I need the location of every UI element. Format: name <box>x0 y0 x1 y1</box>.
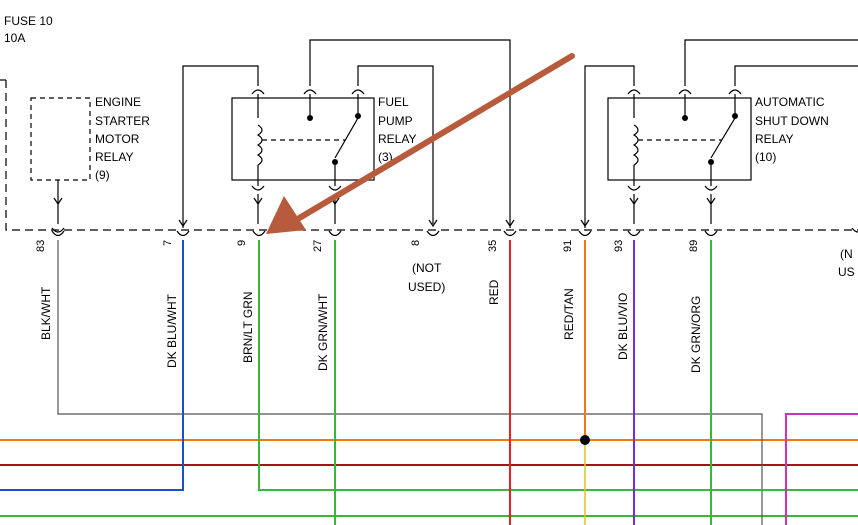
wire-label-dk-grn-org: DK GRN/ORG <box>689 296 703 373</box>
not-used-label-1: (NOT <box>412 261 442 275</box>
pin-connector-91 <box>578 230 592 237</box>
fuel-pump-relay-label-2: PUMP <box>378 114 413 128</box>
wire-blk-wht <box>57 240 763 525</box>
pin-connector-83 <box>51 230 65 237</box>
not-used-partial-1: (N <box>840 247 853 261</box>
pin-label-9: 9 <box>236 240 248 246</box>
fuel-pump-relay-label-3: RELAY <box>378 132 416 146</box>
pin-connector-7 <box>176 230 190 237</box>
pin-label-93: 93 <box>613 240 625 252</box>
not-used-partial-2: US <box>838 265 855 279</box>
fuel-pump-relay <box>182 39 511 228</box>
starter-relay-label-2: STARTER <box>95 114 150 128</box>
pin-label-27: 27 <box>312 240 324 252</box>
wire-label-red-tan: RED/TAN <box>562 288 576 340</box>
wire-dk-blu-wht <box>0 240 184 491</box>
module-boundary <box>5 80 858 231</box>
wire-label-dk-grn-wht: DK GRN/WHT <box>316 293 330 371</box>
pin-label-35: 35 <box>487 240 499 252</box>
pin-connector-9 <box>252 230 266 237</box>
wire-label-red: RED <box>487 279 501 305</box>
connector-partial <box>851 227 858 233</box>
pin-connector-35 <box>503 230 517 237</box>
starter-relay <box>30 97 91 233</box>
pin-connector-8 <box>426 230 440 237</box>
wire-brn-lt-grn <box>258 240 858 491</box>
pin-arrow-8 <box>428 219 438 228</box>
wires <box>0 240 858 525</box>
asd-relay-label-3: RELAY <box>755 132 793 146</box>
starter-relay-label-4: RELAY <box>95 150 133 164</box>
pin-connectors <box>51 219 718 237</box>
pin-label-7: 7 <box>162 240 174 246</box>
pin-label-83: 83 <box>35 240 47 252</box>
pin-arrow-35 <box>505 219 515 228</box>
starter-relay-label-5: (9) <box>95 168 110 182</box>
wire-label-dk-blu-wht: DK BLU/WHT <box>165 293 179 368</box>
pin-labels: 83 7 9 27 8 35 91 93 89 <box>35 240 700 252</box>
splice-dot <box>580 435 590 445</box>
fuel-pump-relay-label-1: FUEL <box>378 95 409 109</box>
fuel-pump-relay-label-4: (3) <box>378 150 393 164</box>
pin-label-8: 8 <box>410 240 422 246</box>
wire-label-blk-wht: BLK/WHT <box>39 286 53 340</box>
pin-arrow-7 <box>178 219 188 228</box>
fuse-label-line1: FUSE 10 <box>4 14 53 28</box>
annotation-arrow <box>266 53 575 234</box>
wire-label-dk-blu-vio: DK BLU/VIO <box>616 293 630 360</box>
pin-connector-89 <box>704 230 718 237</box>
pin-connector-93 <box>627 230 641 237</box>
wire-magenta <box>785 413 858 525</box>
pin-connector-27 <box>328 230 342 237</box>
asd-relay-label-4: (10) <box>755 150 776 164</box>
asd-relay-label-2: SHUT DOWN <box>755 114 829 128</box>
wire-labels: BLK/WHT DK BLU/WHT BRN/LT GRN DK GRN/WHT… <box>39 279 703 373</box>
asd-relay-label-1: AUTOMATIC <box>755 95 825 109</box>
not-used-label-2: USED) <box>408 280 445 294</box>
asd-relay <box>584 39 858 228</box>
wire-label-brn-lt-grn: BRN/LT GRN <box>241 291 255 363</box>
fuse-label-line2: 10A <box>4 31 25 45</box>
starter-relay-label-3: MOTOR <box>95 132 140 146</box>
pin-label-91: 91 <box>562 240 574 252</box>
pin-label-89: 89 <box>688 240 700 252</box>
starter-relay-label-1: ENGINE <box>95 95 141 109</box>
pin-arrow-91 <box>580 219 590 228</box>
